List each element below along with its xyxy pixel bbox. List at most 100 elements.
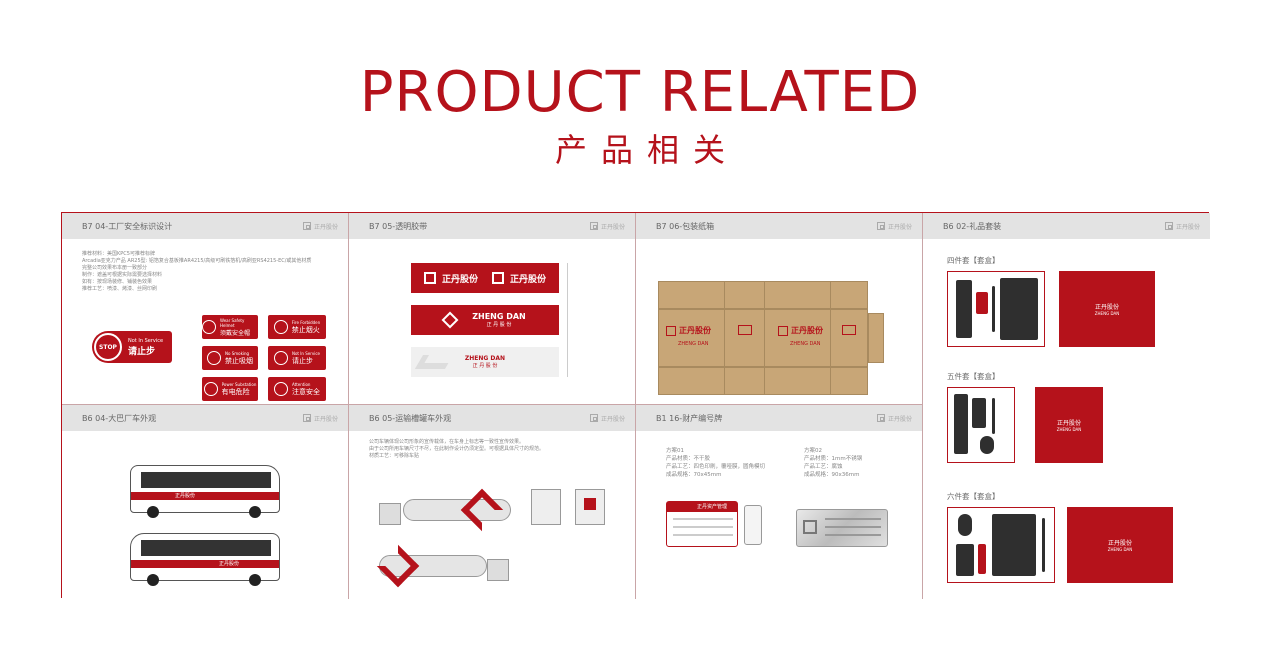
panel-header: B7 04-工厂安全标识设计 正丹股份: [62, 213, 348, 239]
brand-mini-text: 正丹股份: [887, 223, 912, 231]
carton-logo: 正丹股份: [778, 325, 823, 336]
gift-box-logo-en: ZHENG DAN: [1094, 311, 1120, 316]
stop-sign: STOP Not In Service 请止步: [92, 331, 172, 363]
panel-title: B7 06-包装纸箱: [656, 221, 715, 231]
tanker-cab: [379, 503, 401, 525]
scheme-name: 方案01: [666, 448, 684, 454]
showcase-grid: B7 04-工厂安全标识设计 正丹股份 推荐材料：美国KPC5可推荐标牌 Arc…: [61, 212, 1210, 599]
tanker-logo-mark: [460, 488, 504, 532]
brand-mark-icon: [1164, 222, 1173, 230]
panel-safety-signs: B7 04-工厂安全标识设计 正丹股份 推荐材料：美国KPC5可推荐标牌 Arc…: [62, 213, 349, 405]
stop-icon: [273, 351, 288, 365]
asset-label-sticker: 正丹资产管理: [666, 501, 738, 547]
label-header: 正丹资产管理: [667, 502, 737, 512]
carton-fold-line: [764, 281, 765, 395]
asset-plate-metal: [796, 509, 888, 547]
electric-hazard-icon: [203, 382, 218, 396]
tape-cn-text: 正 丹 股 份: [486, 322, 512, 328]
power-bank-item: [956, 544, 974, 576]
gift-box-logo-cn: 正丹股份: [1056, 420, 1082, 427]
tape-cn-text: 正 丹 股 份: [472, 363, 498, 369]
panel-title: B6 05-运输槽罐车外观: [369, 413, 452, 423]
spec-notes: 推荐材料：美国KPC5可推荐标牌 Arcadia亚克力产品 AR25型: 铝箔复…: [62, 239, 348, 305]
power-bank-item: [972, 398, 986, 428]
sign-cn: 禁止烟火: [291, 325, 320, 334]
brand-mark-icon: [778, 325, 788, 336]
carton-logo: 正丹股份: [666, 325, 711, 336]
no-smoking-icon: [207, 351, 221, 365]
sign-en: Attention: [292, 381, 311, 387]
brand-mark-icon: [876, 414, 885, 422]
spec-line: 产品材质：不干胶: [666, 456, 711, 462]
panel-carton: B7 06-包装纸箱 正丹股份 正丹股份 正丹股份 ZHENG DAN ZHEN…: [636, 213, 923, 405]
stop-octagon-icon: STOP: [94, 333, 122, 361]
sign-cn: 有电危险: [221, 387, 250, 396]
sign-cn: 禁止吸烟: [225, 356, 253, 365]
sign-en: Wear Safety Helmet: [220, 317, 245, 328]
panel-title: B6 04-大巴厂车外观: [82, 413, 157, 423]
brand-mini-logo: 正丹股份: [1164, 222, 1200, 231]
sign-cn: 注意安全: [292, 387, 320, 396]
panel-tape: B7 05-透明胶带 正丹股份 正丹股份 正丹股份 ZHENG DAN 正 丹 …: [349, 213, 636, 405]
brand-mark-icon: [423, 272, 436, 284]
gift-set-5-frame: [947, 387, 1015, 463]
bus-side-right: 正丹股份: [130, 533, 280, 586]
helmet-icon: [202, 320, 216, 334]
brand-mini-text: 正丹股份: [1175, 223, 1200, 231]
spec-line: 成品规格：90x36mm: [804, 472, 860, 478]
spec-line: 公司车辆体现公司形象的宣传载体，在车身上标志等一致性宣传效果。: [369, 439, 525, 445]
spec-line: 完整公司效果布本册一致部分: [82, 265, 148, 271]
brand-mark-icon: [666, 325, 676, 336]
diamond-mark-icon: [441, 311, 459, 329]
pen-item: [1042, 518, 1045, 572]
carton-en-text: ZHENG DAN: [790, 341, 821, 347]
panel-tanker: B6 05-运输槽罐车外观 正丹股份 公司车辆体现公司形象的宣传载体，在车身上标…: [349, 405, 636, 599]
plate-logo-mark: [803, 520, 817, 534]
brand-mini-text: 正丹股份: [313, 223, 338, 231]
gift-set-label: 六件套【套盒】: [947, 492, 1000, 501]
spec-line: Arcadia亚克力产品 AR25型: 铝箔复合基板推AR4215/高级可刷铁箔…: [82, 258, 312, 264]
thermos-item: [956, 280, 972, 338]
panel-title: B6 02-礼品套装: [943, 221, 1002, 231]
brand-mini-text: 正丹股份: [313, 415, 338, 423]
carton-side-mark: [842, 325, 856, 335]
brand-mark-icon: [876, 222, 885, 230]
carton-fold-line: [724, 281, 725, 395]
spec-line: 产品材质：1mm不锈钢: [804, 456, 863, 462]
chevron-pattern-icon: [414, 355, 454, 369]
page-title: PRODUCT RELATED: [359, 60, 921, 125]
cable-item: [978, 544, 986, 574]
brand-mark-icon: [589, 222, 598, 230]
spec-line: 推荐材料：美国KPC5可推荐标牌: [82, 251, 155, 257]
sign-en: Power Substation: [221, 381, 257, 387]
panel-bus: B6 04-大巴厂车外观 正丹股份 正丹股份 正丹股份: [62, 405, 349, 599]
panel-title: B7 05-透明胶带: [369, 221, 428, 231]
tape-en-text: ZHENG DAN: [472, 312, 526, 321]
carton-body: [658, 309, 868, 367]
dimension-line: [567, 263, 568, 377]
tanker-cab: [487, 559, 509, 581]
carton-flap-top: [658, 281, 868, 309]
panel-header: B6 02-礼品套装 正丹股份: [923, 213, 1210, 239]
gift-set-6-frame: [947, 507, 1055, 583]
mouse-item: [980, 436, 994, 454]
spec-line: 成品规格：70x45mm: [666, 472, 722, 478]
panel-header: B7 06-包装纸箱 正丹股份: [636, 213, 922, 239]
tape-logo-text: 正丹股份: [441, 274, 478, 285]
tape-red-en: ZHENG DAN 正 丹 股 份: [411, 305, 559, 335]
thermos-item: [954, 394, 968, 454]
brand-mini-text: 正丹股份: [600, 415, 625, 423]
pen-item: [992, 398, 995, 434]
gift-box-logo-cn: 正丹股份: [1107, 540, 1133, 547]
brand-mini-text: 正丹股份: [887, 415, 912, 423]
gift-set-label: 五件套【套盒】: [947, 372, 1000, 381]
gift-box-logo-en: ZHENG DAN: [1107, 547, 1133, 552]
scheme-name: 方案02: [804, 448, 822, 454]
pen-item: [992, 286, 995, 332]
asset-label-backing: [744, 505, 762, 545]
